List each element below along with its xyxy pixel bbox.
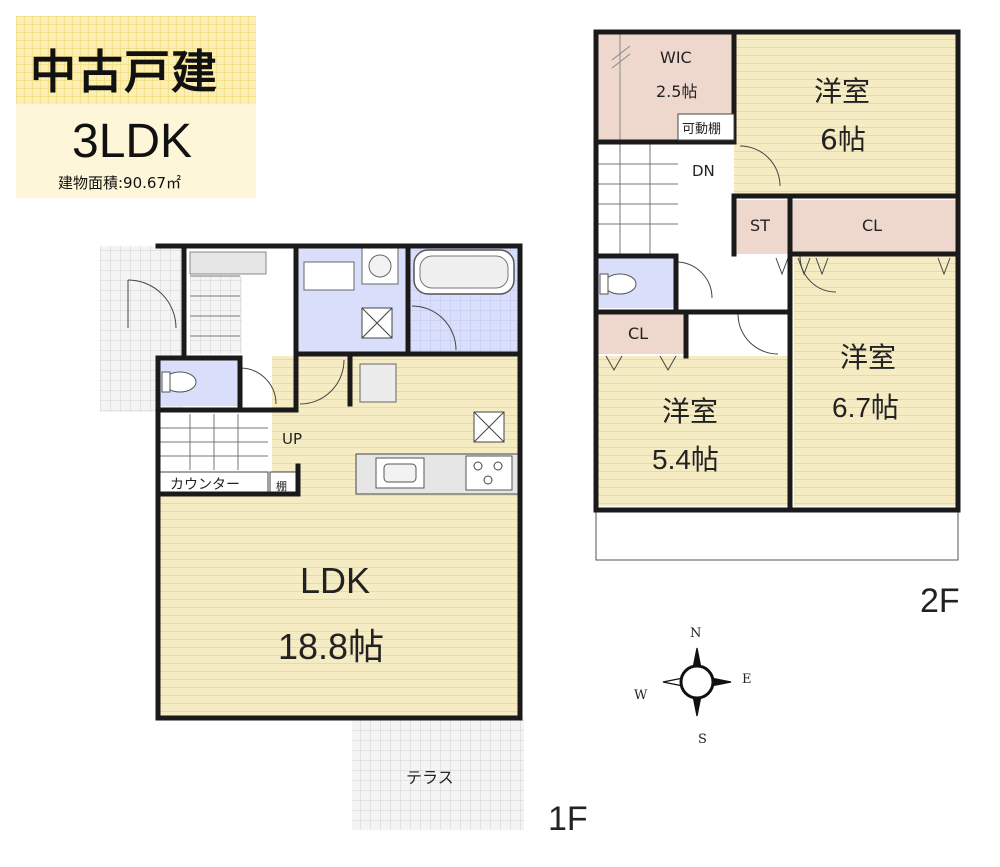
ldk-size: 18.8帖 — [278, 626, 385, 667]
stairs-2f — [596, 144, 680, 254]
room-6-floor — [734, 34, 958, 196]
title-lower-panel — [16, 104, 256, 198]
compass-rose — [662, 647, 732, 717]
floor2-plan — [593, 29, 961, 562]
cl-label-large: CL — [862, 216, 883, 235]
property-type: 中古戸建 — [30, 45, 218, 99]
counter-label: カウンター — [170, 477, 240, 493]
wic-name: WIC — [660, 48, 692, 67]
st-label: ST — [750, 216, 770, 235]
terrace-area — [352, 718, 524, 830]
ldk-floor — [158, 494, 518, 716]
room-6-name: 洋室 — [814, 75, 871, 108]
compass-w: W — [634, 688, 648, 703]
room-6-size: 6帖 — [820, 123, 866, 156]
wic-size: 2.5帖 — [656, 82, 698, 101]
up-label: UP — [282, 430, 303, 448]
movable-shelf-label: 可動棚 — [682, 122, 722, 137]
room-6-7-floor — [794, 256, 958, 506]
room-5-4-size: 5.4帖 — [652, 444, 719, 475]
floor1-label: 1F — [548, 800, 588, 838]
room-6-7-name: 洋室 — [840, 341, 897, 374]
compass-n: N — [690, 626, 702, 641]
floor1-plan — [100, 243, 524, 830]
building-area: 建物面積:90.67㎡ — [58, 174, 181, 192]
floor2-label: 2F — [920, 582, 960, 620]
layout-type: 3LDK — [72, 115, 193, 168]
terrace-label: テラス — [406, 768, 454, 787]
balcony — [595, 511, 959, 561]
compass-e: E — [742, 672, 752, 687]
room-6-7-size: 6.7帖 — [832, 392, 899, 423]
room-5-4-floor — [596, 356, 792, 506]
room-5-4-name: 洋室 — [662, 395, 719, 428]
title-box: 中古戸建 3LDK 建物面積:90.67㎡ — [16, 16, 256, 198]
cl-closet-2f — [792, 200, 958, 254]
st-storage — [736, 200, 790, 254]
cl-closet-small — [596, 314, 686, 354]
shelf-label: 棚 — [276, 480, 287, 493]
cl-label-small: CL — [628, 324, 649, 343]
compass-s: S — [698, 732, 707, 747]
dn-label: DN — [692, 162, 715, 180]
ldk-name: LDK — [300, 560, 371, 601]
